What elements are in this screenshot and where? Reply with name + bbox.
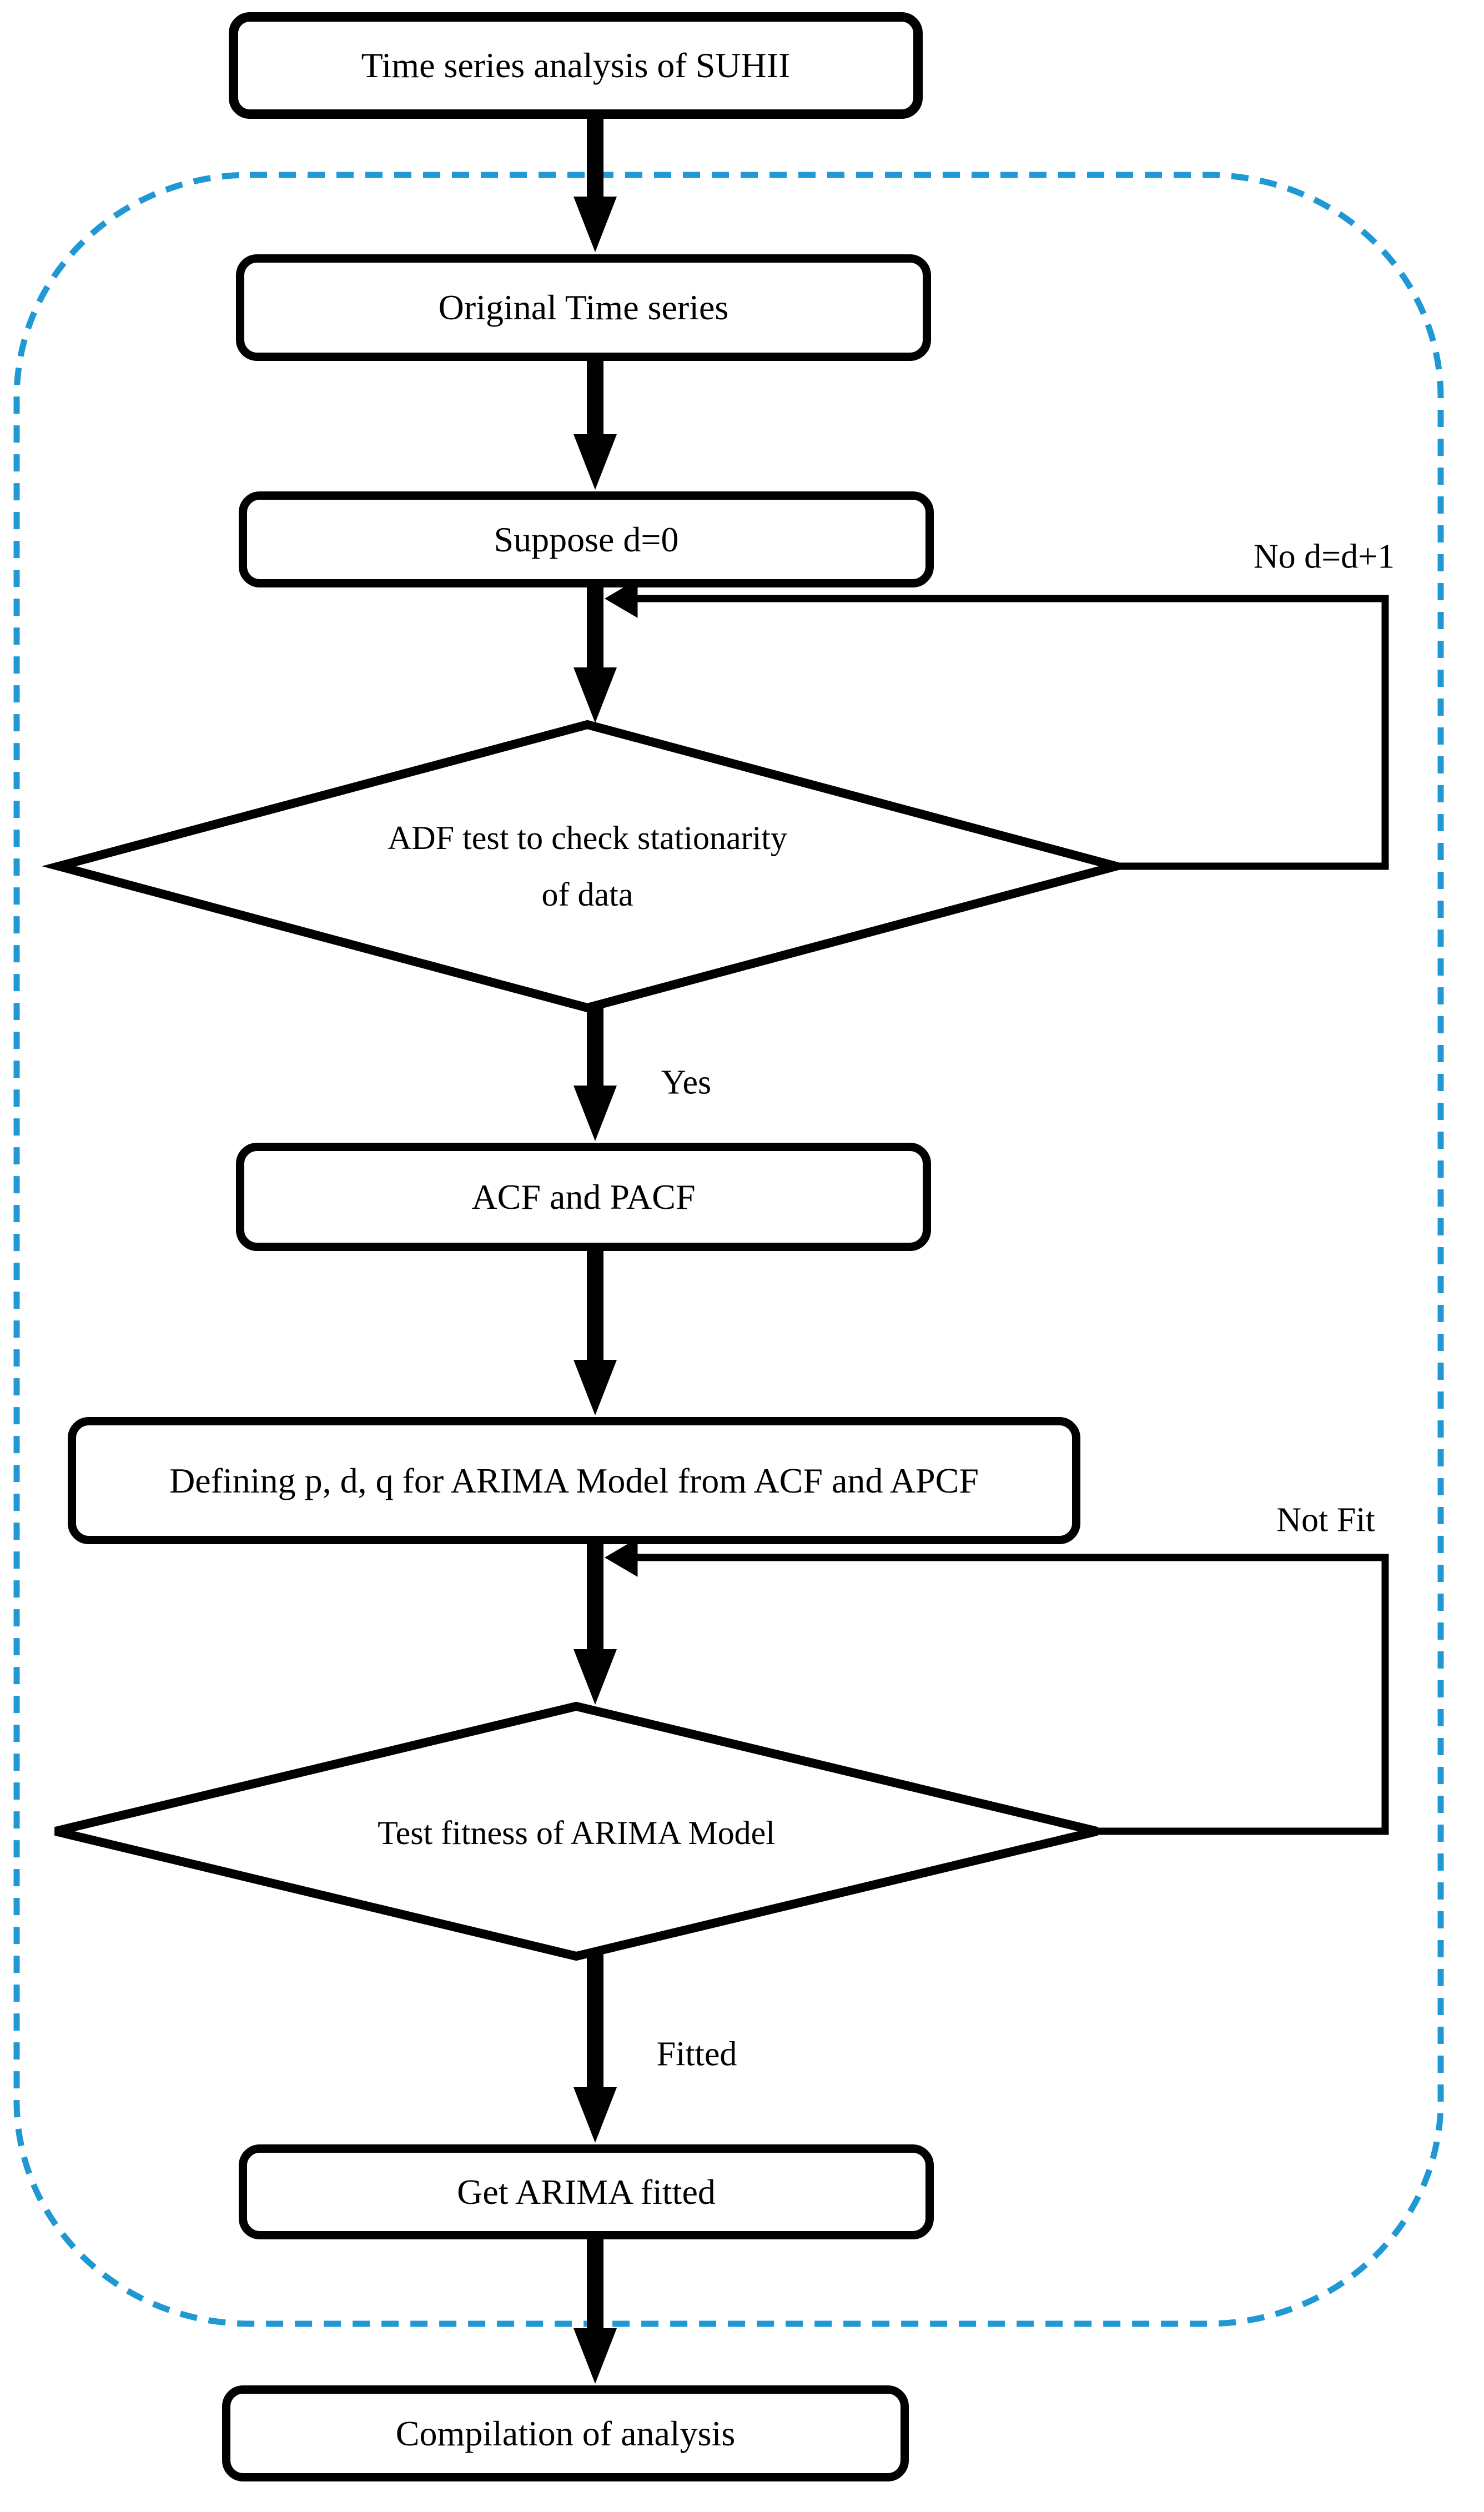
loop-no-line: [637, 595, 1389, 870]
arrow-suppose-to-adf: [574, 585, 617, 723]
loop-notfit-arrowhead-icon: [605, 1538, 638, 1577]
decision-fitness-label: Test fitness of ARIMA Model: [188, 1808, 965, 1858]
node-original-time-series: Original Time series: [236, 254, 931, 361]
node-compilation: Compilation of analysis: [222, 2385, 909, 2481]
decision-fitness-shape: [54, 1701, 1098, 1961]
node-suppose-d0: Suppose d=0: [239, 491, 934, 587]
decision-adf-label-line1: ADF test to check stationarity: [388, 819, 787, 856]
node-title: Time series analysis of SUHII: [229, 12, 923, 119]
loop-no-arrowhead-icon: [605, 579, 638, 618]
arrow-title-to-original: [574, 117, 617, 252]
arrow-fitness-to-get: [574, 1955, 617, 2143]
arrow-defining-to-fitness: [574, 1542, 617, 1705]
edge-label-not-fit: Not Fit: [1276, 1501, 1375, 1539]
node-get-arima-fitted: Get ARIMA fitted: [239, 2144, 934, 2239]
arrow-original-to-suppose: [574, 358, 617, 490]
edge-label-no-d-plus-1: No d=d+1: [1253, 537, 1395, 576]
loop-notfit-line: [637, 1554, 1389, 1835]
arrow-get-to-compilation: [574, 2237, 617, 2384]
node-defining-pdq: Defining p, d, q for ARIMA Model from AC…: [68, 1417, 1080, 1544]
decision-adf-label: ADF test to check stationarity of data: [199, 801, 976, 931]
edge-label-yes: Yes: [661, 1063, 712, 1102]
dashed-boundary: [13, 172, 1444, 2327]
edge-label-fitted: Fitted: [656, 2035, 737, 2073]
decision-fitness-label-line1: Test fitness of ARIMA Model: [378, 1815, 775, 1851]
arrow-acf-to-defining: [574, 1249, 617, 1415]
node-acf-pacf: ACF and PACF: [236, 1143, 931, 1251]
arrow-adf-to-acf: [574, 1006, 617, 1141]
decision-adf-label-line2: of data: [541, 876, 633, 913]
